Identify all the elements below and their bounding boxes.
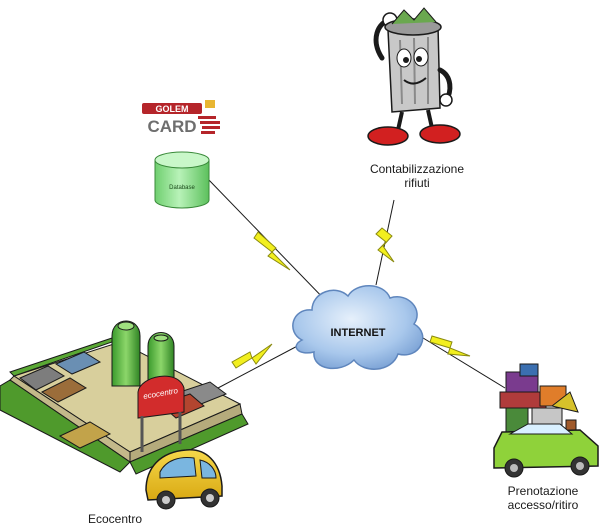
prenotazione-line1: Prenotazione	[507, 484, 579, 498]
database-label: Database	[169, 185, 195, 191]
contabilizzazione-line1: Contabilizzazione	[369, 162, 465, 176]
green-bins	[111, 320, 175, 387]
lightning-bolt-contabilizzazione	[375, 227, 395, 263]
prenotazione-label: Prenotazione accesso/ritiro	[487, 484, 599, 512]
line-eco-internet	[217, 341, 306, 389]
loaded-car-icon	[493, 363, 599, 478]
prenotazione-line2: accesso/ritiro	[507, 498, 579, 512]
logo-golem-text: GOLEM	[156, 104, 189, 114]
contabilizzazione-line2: rifiuti	[404, 176, 430, 190]
golem-card-logo: GOLEM CARD	[142, 100, 220, 136]
trash-can-mascot-icon	[367, 7, 461, 146]
line-internet-preno	[409, 329, 506, 389]
lightning-bolt-database	[253, 231, 291, 271]
ecocentro-illustration: ecocentro	[0, 320, 249, 510]
lightning-bolt-ecocentro	[231, 343, 273, 369]
internet-cloud-icon: INTERNET	[292, 285, 424, 370]
internet-label: INTERNET	[331, 327, 386, 339]
contabilizzazione-label: Contabilizzazione rifiuti	[352, 162, 482, 190]
lightning-bolt-prenotazione	[429, 335, 471, 357]
ecocentro-label: Ecocentro	[87, 512, 143, 526]
database-icon: Database	[154, 151, 210, 209]
lightning-bolts	[231, 227, 471, 369]
yellow-car-icon	[145, 449, 223, 510]
ecocentro-sign: ecocentro	[137, 375, 185, 452]
logo-card-text: CARD	[147, 117, 196, 136]
